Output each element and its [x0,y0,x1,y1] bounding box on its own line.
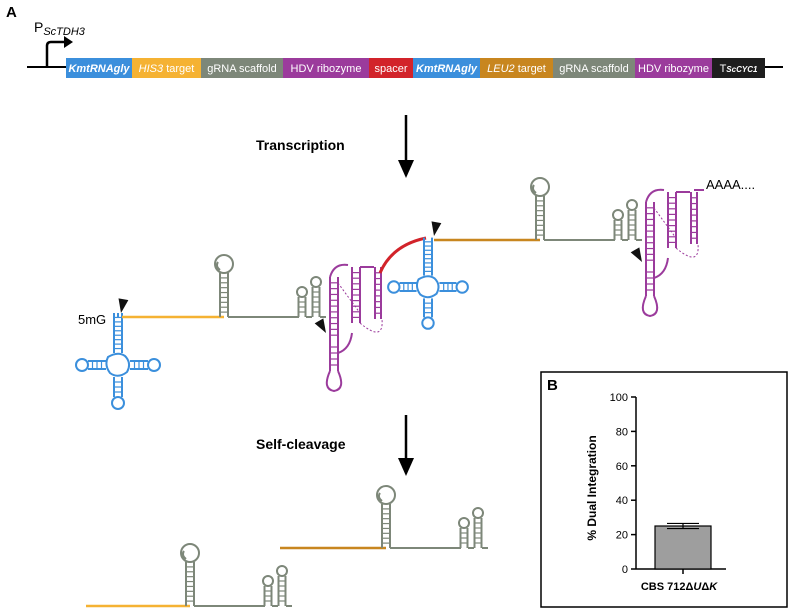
cap-label: 5mG [78,312,106,327]
segment-grna-scaffold-1: gRNA scaffold [201,58,283,78]
cleavage-site-icon [118,298,129,313]
segment-label: spacer [374,63,407,75]
segment-grna-scaffold-2: gRNA scaffold [553,58,635,78]
self-cleavage-arrow-icon [398,415,414,476]
promoter: PScTDH3 [34,19,86,66]
hdv-ribozyme-structure-1 [325,263,383,393]
y-axis-label: % Dual Integration [585,435,599,540]
hdv-ribozyme-structure-2 [641,188,699,318]
segment-label: LEU2 target [487,63,546,75]
step-self-cleavage: Self-cleavage [256,436,346,452]
y-tick-label: 80 [616,426,628,438]
dual-integration-chart: % Dual Integration CBS 712ΔUΔK 0 20 40 60 80… [585,392,726,593]
segment-his3-target: HIS3 target [132,58,201,78]
y-tick-label: 60 [616,461,628,473]
cleavage-site-icon [314,318,326,333]
y-tick-label: 100 [610,392,628,404]
cleaved-products [86,485,488,608]
spacer-rna [378,236,427,274]
segment-label: TScCYC1 [720,63,758,75]
segment-label: HDV ribozyme [291,63,362,75]
y-tick-label: 40 [616,495,628,507]
cleavage-site-icon [431,221,442,236]
segment-label: HIS3 target [139,63,195,75]
grna-scaffold-structure-2 [530,177,642,241]
segment-trna-1: KmtRNAgly [66,58,132,78]
segment-spacer: spacer [369,58,413,78]
bar-dual-integration [654,525,712,570]
segment-leu2-target: LEU2 target [480,58,553,78]
panel-a-label: A [6,4,17,21]
panel-b-label: B [547,377,558,394]
segment-label: gRNA scaffold [559,63,629,75]
promoter-label: PScTDH3 [34,19,86,38]
y-tick-label: 20 [616,530,628,542]
panel-b-frame [540,371,788,608]
polya-label: AAAA.... [706,177,755,192]
transcription-arrow-icon [398,115,414,178]
trna-structure-2 [387,237,469,330]
segment-label: gRNA scaffold [207,63,277,75]
segment-label: KmtRNAgly [68,63,130,75]
segment-hdv-ribozyme-1: HDV ribozyme [283,58,369,78]
primary-transcript [75,177,704,410]
cleaved-scaffold-1 [180,543,292,607]
construct-bar: KmtRNAgly HIS3 target gRNA scaffold HDV rib… [66,58,765,78]
step-transcription: Transcription [256,137,345,153]
promoter-arrowhead [64,36,73,48]
grna-scaffold-structure-1 [214,254,326,318]
segment-hdv-ribozyme-2: HDV ribozyme [635,58,712,78]
cleavage-site-icon [630,247,642,262]
segment-label: HDV ribozyme [638,63,709,75]
segment-label: KmtRNAgly [416,63,478,75]
trna-structure-1 [75,313,161,410]
promoter-arrow-icon [45,40,64,66]
error-bar [667,522,699,530]
segment-terminator: TScCYC1 [712,58,765,78]
segment-trna-2: KmtRNAgly [413,58,480,78]
y-tick-label: 0 [622,564,628,576]
x-category-label: CBS 712ΔUΔK [641,581,718,593]
cleaved-scaffold-2 [376,485,488,549]
